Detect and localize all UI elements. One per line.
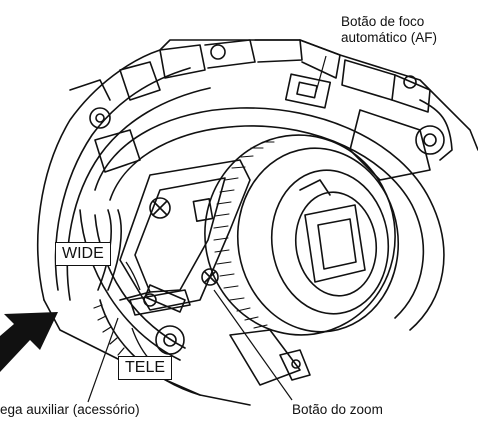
tilt-ring-outer xyxy=(94,107,445,331)
af-leader-line xyxy=(315,55,327,93)
housing-outline xyxy=(36,39,478,301)
af-button-label: Botão de foco automático (AF) xyxy=(341,14,437,46)
bracket-screw-top xyxy=(149,197,171,219)
lens-bracket xyxy=(119,159,251,311)
zoom-ring-back xyxy=(204,134,396,336)
auxiliary-pin-label: ega auxiliar (acessório) xyxy=(0,402,140,417)
zoom-button-label: Botão do zoom xyxy=(292,402,383,417)
board-block-left xyxy=(159,44,206,79)
zoom-leader-line xyxy=(213,289,293,401)
af-button-label-line2: automático (AF) xyxy=(341,30,438,45)
zoom-ring-front xyxy=(236,147,400,333)
pin-leader-line xyxy=(87,317,119,403)
af-button-label-line1: Botão de foco xyxy=(341,14,425,29)
wide-label: WIDE xyxy=(55,242,111,266)
cable xyxy=(107,209,122,291)
tele-label: TELE xyxy=(118,356,173,380)
wide-arrow xyxy=(125,261,141,291)
direction-arrow xyxy=(0,312,58,372)
lens-inner xyxy=(294,191,378,297)
af-switch-body xyxy=(284,73,332,109)
lens-outer xyxy=(270,169,390,315)
auxiliary-pin xyxy=(144,284,186,313)
bracket-screw-bottom xyxy=(201,268,219,286)
